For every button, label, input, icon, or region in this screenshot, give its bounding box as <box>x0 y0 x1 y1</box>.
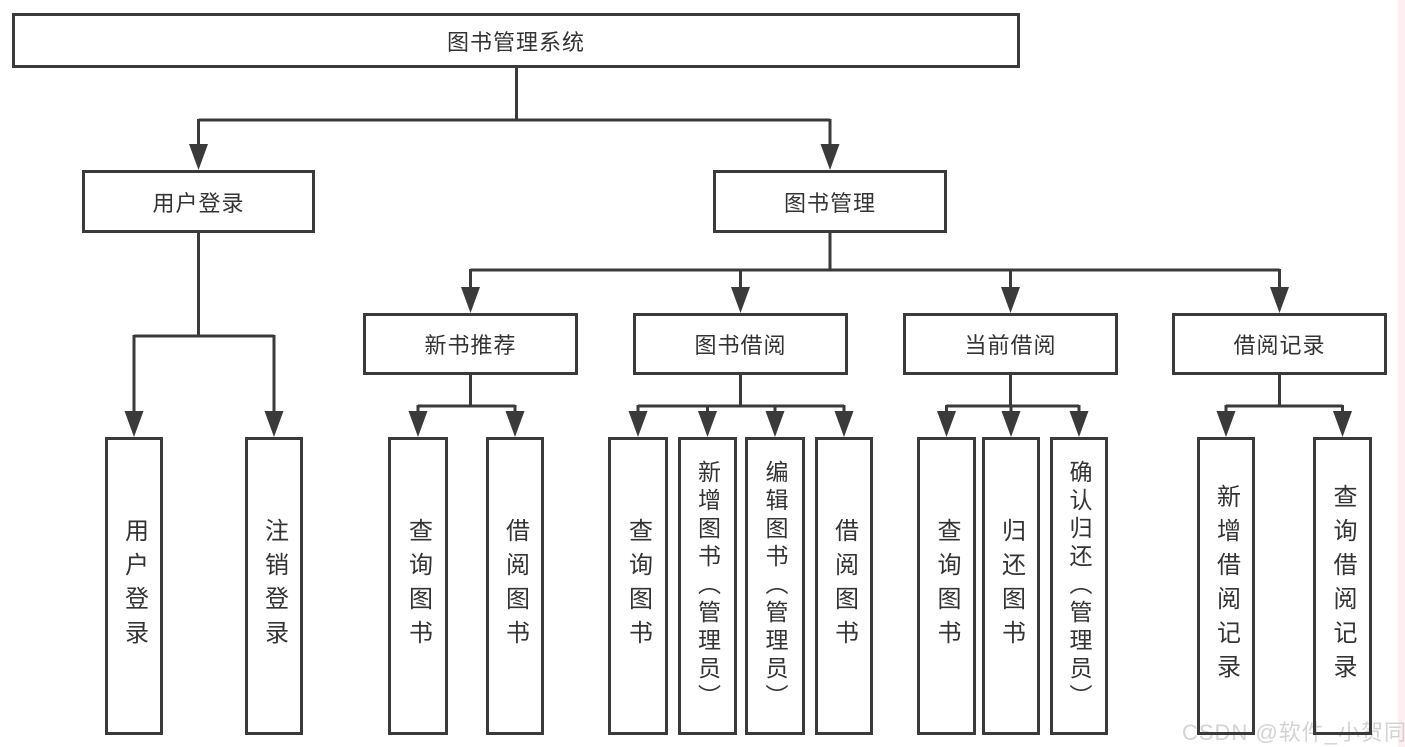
connector-borrowing-records <box>1224 375 1344 417</box>
leaf-current-return-books: 归还图书 <box>982 437 1040 735</box>
node-new-book-recommend-label: 新书推荐 <box>424 333 517 358</box>
leaf-borrow-borrow-books: 借阅图书 <box>815 437 873 735</box>
node-borrowing-records-label: 借阅记录 <box>1233 333 1326 358</box>
leaf-borrow-edit-books-admin: 编辑图书（管理员） <box>745 437 805 735</box>
leaf-recommend-query-books-label: 查询图书 <box>404 518 432 654</box>
leaf-current-confirm-return-admin-label: 确认归还（管理员） <box>1066 460 1092 712</box>
arrow-down-icon <box>1001 287 1020 313</box>
connector-root <box>197 68 832 150</box>
node-book-borrowing-label: 图书借阅 <box>694 333 787 358</box>
connector-user-login <box>132 233 276 417</box>
node-new-book-recommend: 新书推荐 <box>363 313 578 375</box>
arrow-down-icon <box>1069 411 1089 437</box>
node-book-management-label: 图书管理 <box>783 190 876 216</box>
arrow-down-icon <box>461 287 480 313</box>
arrow-down-icon <box>820 144 840 170</box>
arrow-down-icon <box>408 411 428 437</box>
right-edge-strip <box>1398 0 1405 747</box>
arrow-down-icon <box>1333 411 1352 437</box>
leaf-recommend-borrow-books-label: 借阅图书 <box>501 518 529 654</box>
arrow-down-icon <box>1216 411 1236 437</box>
node-root-label: 图书管理系统 <box>446 29 585 55</box>
leaf-user-login-label: 用户登录 <box>120 518 148 654</box>
leaf-borrow-borrow-books-label: 借阅图书 <box>830 518 858 654</box>
leaf-logout-label: 注销登录 <box>260 518 288 654</box>
leaf-current-query-books: 查询图书 <box>917 437 976 735</box>
leaf-current-return-books-label: 归还图书 <box>997 518 1025 654</box>
leaf-borrow-edit-books-admin-label: 编辑图书（管理员） <box>762 460 788 712</box>
leaf-borrow-add-books-admin-label: 新增图书（管理员） <box>694 460 721 712</box>
arrow-down-icon <box>1270 287 1289 313</box>
leaf-borrow-query-books-label: 查询图书 <box>624 518 652 654</box>
arrow-down-icon <box>264 411 284 437</box>
leaf-borrow-query-books: 查询图书 <box>608 437 668 735</box>
node-borrowing-records: 借阅记录 <box>1172 313 1387 375</box>
leaf-user-login: 用户登录 <box>105 437 163 735</box>
connector-new-book-recommend <box>416 375 517 417</box>
arrow-down-icon <box>698 411 717 437</box>
leaf-logout: 注销登录 <box>245 437 303 735</box>
arrow-down-icon <box>937 411 956 437</box>
node-user-login: 用户登录 <box>82 170 315 233</box>
node-root: 图书管理系统 <box>12 13 1020 68</box>
arrow-down-icon <box>505 411 525 437</box>
node-book-management: 图书管理 <box>713 170 947 233</box>
arrowheads <box>124 144 1352 437</box>
leaf-records-add-record-label: 新增借阅记录 <box>1212 484 1240 688</box>
connector-book-borrowing <box>636 375 846 417</box>
leaf-borrow-add-books-admin: 新增图书（管理员） <box>678 437 737 735</box>
connector-book-management <box>469 233 1281 293</box>
arrow-down-icon <box>628 411 648 437</box>
node-user-login-label: 用户登录 <box>152 190 245 216</box>
leaf-recommend-query-books: 查询图书 <box>388 437 448 735</box>
connector-current-borrowing <box>945 375 1081 417</box>
node-current-borrowing: 当前借阅 <box>903 313 1118 375</box>
leaf-recommend-borrow-books: 借阅图书 <box>486 437 544 735</box>
leaf-records-query-record: 查询借阅记录 <box>1313 437 1372 735</box>
arrow-down-icon <box>765 411 785 437</box>
arrow-down-icon <box>834 411 854 437</box>
node-current-borrowing-label: 当前借阅 <box>964 333 1057 358</box>
leaf-current-confirm-return-admin: 确认归还（管理员） <box>1050 437 1108 735</box>
leaf-current-query-books-label: 查询图书 <box>933 518 960 654</box>
arrow-down-icon <box>731 287 750 313</box>
node-book-borrowing: 图书借阅 <box>633 313 848 375</box>
leaf-records-query-record-label: 查询借阅记录 <box>1329 484 1356 688</box>
arrow-down-icon <box>189 144 208 170</box>
arrow-down-icon <box>1001 411 1021 437</box>
arrow-down-icon <box>124 411 144 437</box>
leaf-records-add-record: 新增借阅记录 <box>1197 437 1255 735</box>
